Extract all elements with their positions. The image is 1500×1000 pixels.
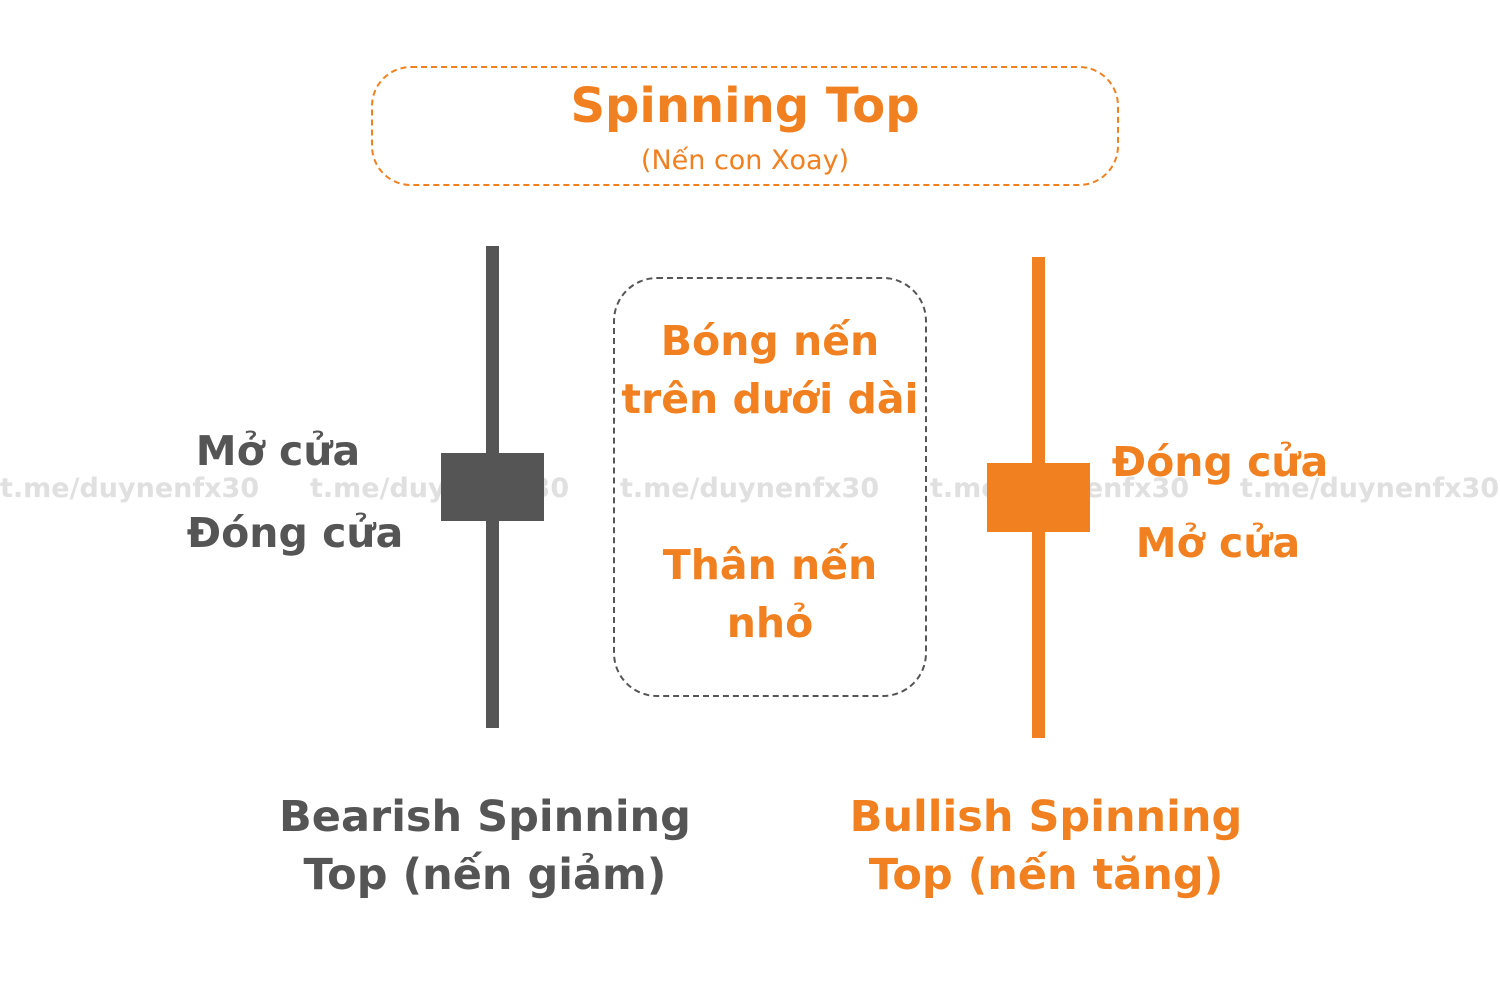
bullish-caption: Bullish Spinning Top (nến tăng) — [849, 792, 1243, 900]
bearish-open-label: Mở cửa — [195, 427, 361, 475]
watermark-text: t.me/duynenfx30 — [1240, 473, 1500, 504]
bearish-caption: Bearish Spinning Top (nến giảm) — [279, 792, 691, 900]
diagram-subtitle: (Nến con Xoay) — [640, 145, 850, 176]
shadow-note: Bóng nến trên dưới dài — [621, 317, 919, 423]
bearish-candle-body — [441, 453, 544, 521]
title-box — [371, 66, 1119, 186]
diagram-title: Spinning Top — [570, 78, 920, 134]
watermark-row: t.me/duynenfx30 t.me/duynenfx30 t.me/duy… — [0, 471, 1500, 507]
bearish-close-label: Đóng cửa — [186, 509, 404, 557]
bullish-open-label: Mở cửa — [1135, 519, 1301, 567]
bullish-candle-body — [987, 463, 1090, 532]
bullish-close-label: Đóng cửa — [1111, 438, 1329, 486]
body-note: Thân nến nhỏ — [662, 541, 878, 647]
watermark-text: t.me/duynenfx30 — [0, 473, 260, 504]
watermark-text: t.me/duynenfx30 — [620, 473, 880, 504]
note-box — [613, 277, 927, 697]
